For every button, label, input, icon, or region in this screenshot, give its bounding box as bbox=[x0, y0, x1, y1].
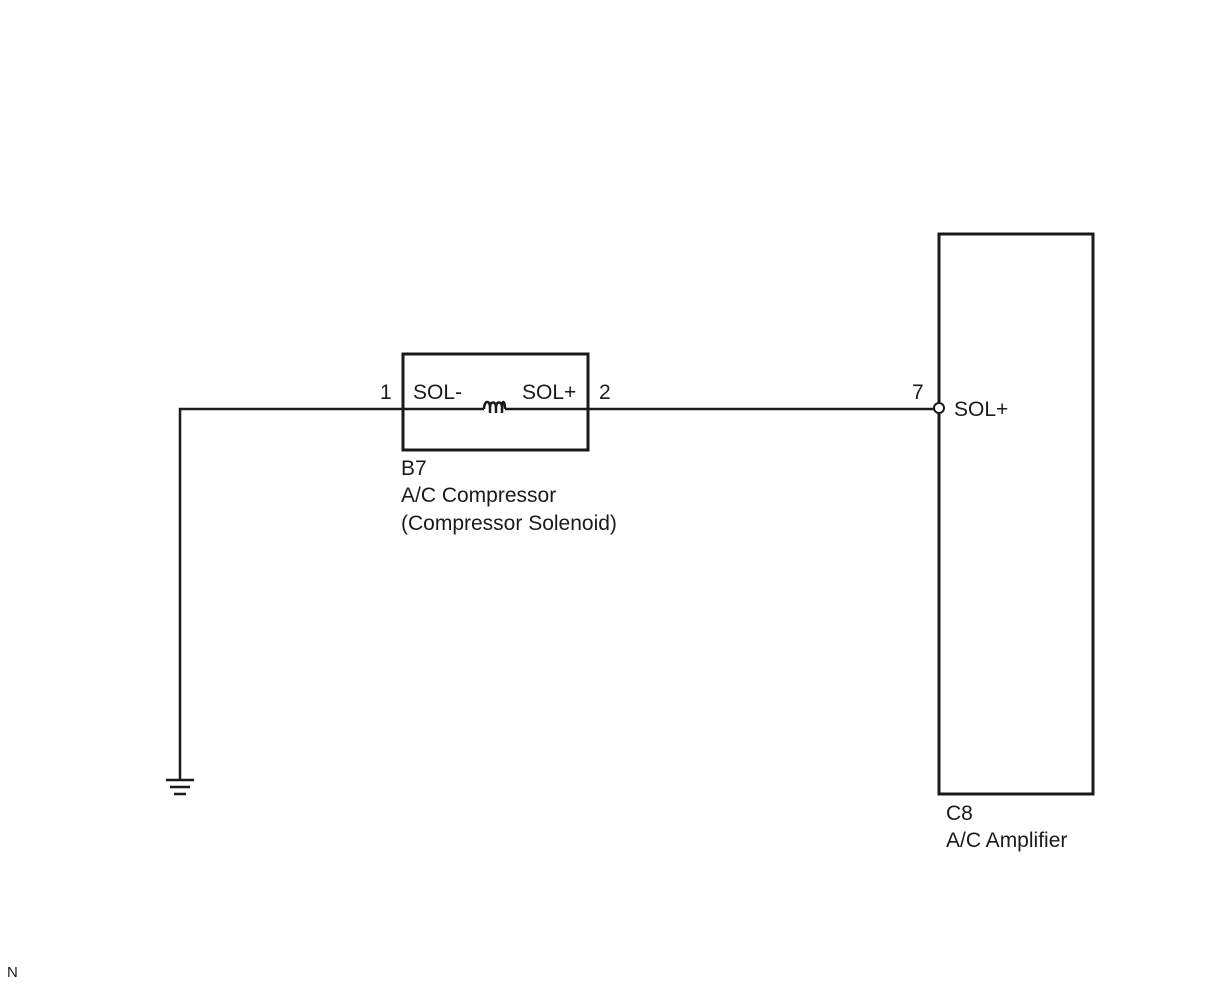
amplifier-box bbox=[937, 232, 1095, 796]
compressor-box bbox=[401, 352, 590, 452]
compressor-pin-1-number: 1 bbox=[380, 381, 392, 404]
ground-icon bbox=[166, 778, 194, 796]
compressor-pin-1-name: SOL- bbox=[413, 381, 462, 404]
compressor-pin-2-name: SOL+ bbox=[522, 381, 576, 404]
compressor-connector-id: B7 bbox=[401, 457, 427, 480]
amplifier-pin-7-number: 7 bbox=[912, 381, 924, 404]
amplifier-connector-id: C8 bbox=[946, 802, 973, 825]
amplifier-pin-7-name: SOL+ bbox=[954, 398, 1008, 421]
compressor-pin-2-number: 2 bbox=[599, 381, 611, 404]
ground-wire bbox=[178, 407, 403, 779]
solenoid-coil-icon bbox=[482, 400, 507, 413]
diagram-code: N bbox=[7, 964, 18, 981]
compressor-subname: (Compressor Solenoid) bbox=[401, 512, 617, 535]
terminal-circle-icon bbox=[933, 402, 945, 414]
amplifier-name: A/C Amplifier bbox=[946, 829, 1067, 852]
compressor-name: A/C Compressor bbox=[401, 484, 556, 507]
